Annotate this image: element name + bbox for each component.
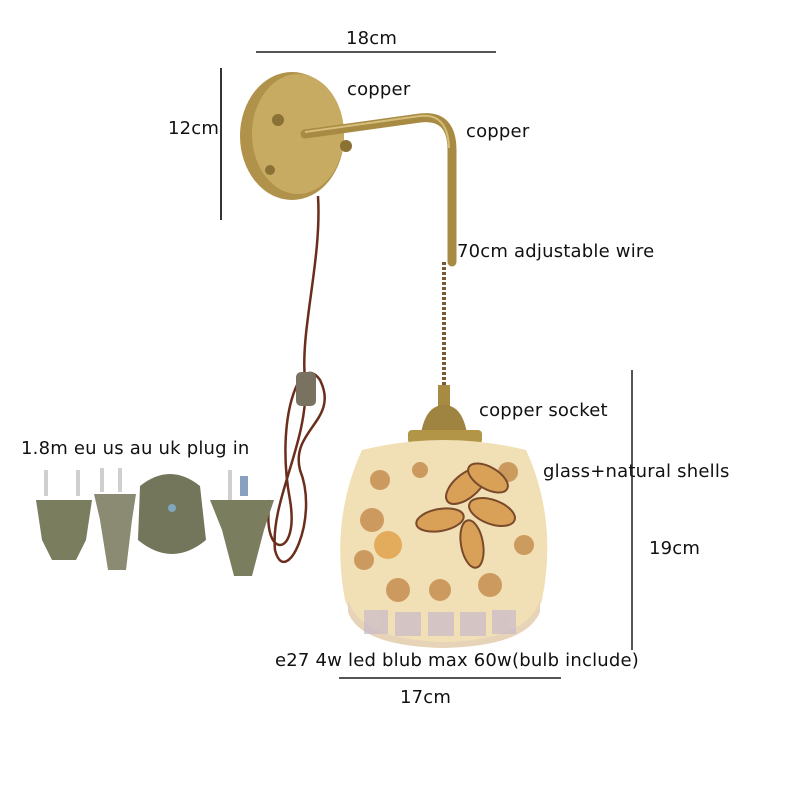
width-top-label: 18cm bbox=[346, 28, 398, 49]
shade-height-label: 19cm bbox=[649, 538, 701, 559]
width-top-dimension-line bbox=[256, 51, 496, 53]
arm-material-label: copper bbox=[466, 121, 530, 142]
wire-label: 70cm adjustable wire bbox=[457, 241, 655, 262]
plug-us-image bbox=[94, 468, 136, 570]
socket-label: copper socket bbox=[479, 400, 608, 421]
bulb-label: e27 4w led blub max 60w(bulb include) bbox=[275, 650, 640, 671]
plug-au-image bbox=[210, 470, 274, 576]
arm-image bbox=[300, 113, 457, 267]
plugs-image bbox=[36, 468, 274, 576]
shade-image bbox=[340, 440, 548, 648]
plug-eu-image bbox=[36, 470, 92, 560]
shade-width-dimension-line bbox=[339, 677, 561, 679]
flower-shell-image bbox=[415, 462, 516, 569]
shade-height-dimension-line bbox=[631, 370, 633, 650]
backplate-material-label: copper bbox=[347, 79, 411, 100]
shade-width-label: 17cm bbox=[400, 687, 452, 708]
shade-material-label: glass+natural shells bbox=[543, 461, 730, 482]
backplate-image bbox=[240, 72, 352, 200]
height-backplate-dimension-line bbox=[220, 68, 222, 220]
plug-label: 1.8m eu us au uk plug in bbox=[21, 438, 250, 459]
socket-image bbox=[408, 385, 482, 444]
plug-uk-image bbox=[138, 474, 206, 554]
cord-switch-image bbox=[296, 372, 316, 406]
height-backplate-label: 12cm bbox=[168, 118, 220, 139]
